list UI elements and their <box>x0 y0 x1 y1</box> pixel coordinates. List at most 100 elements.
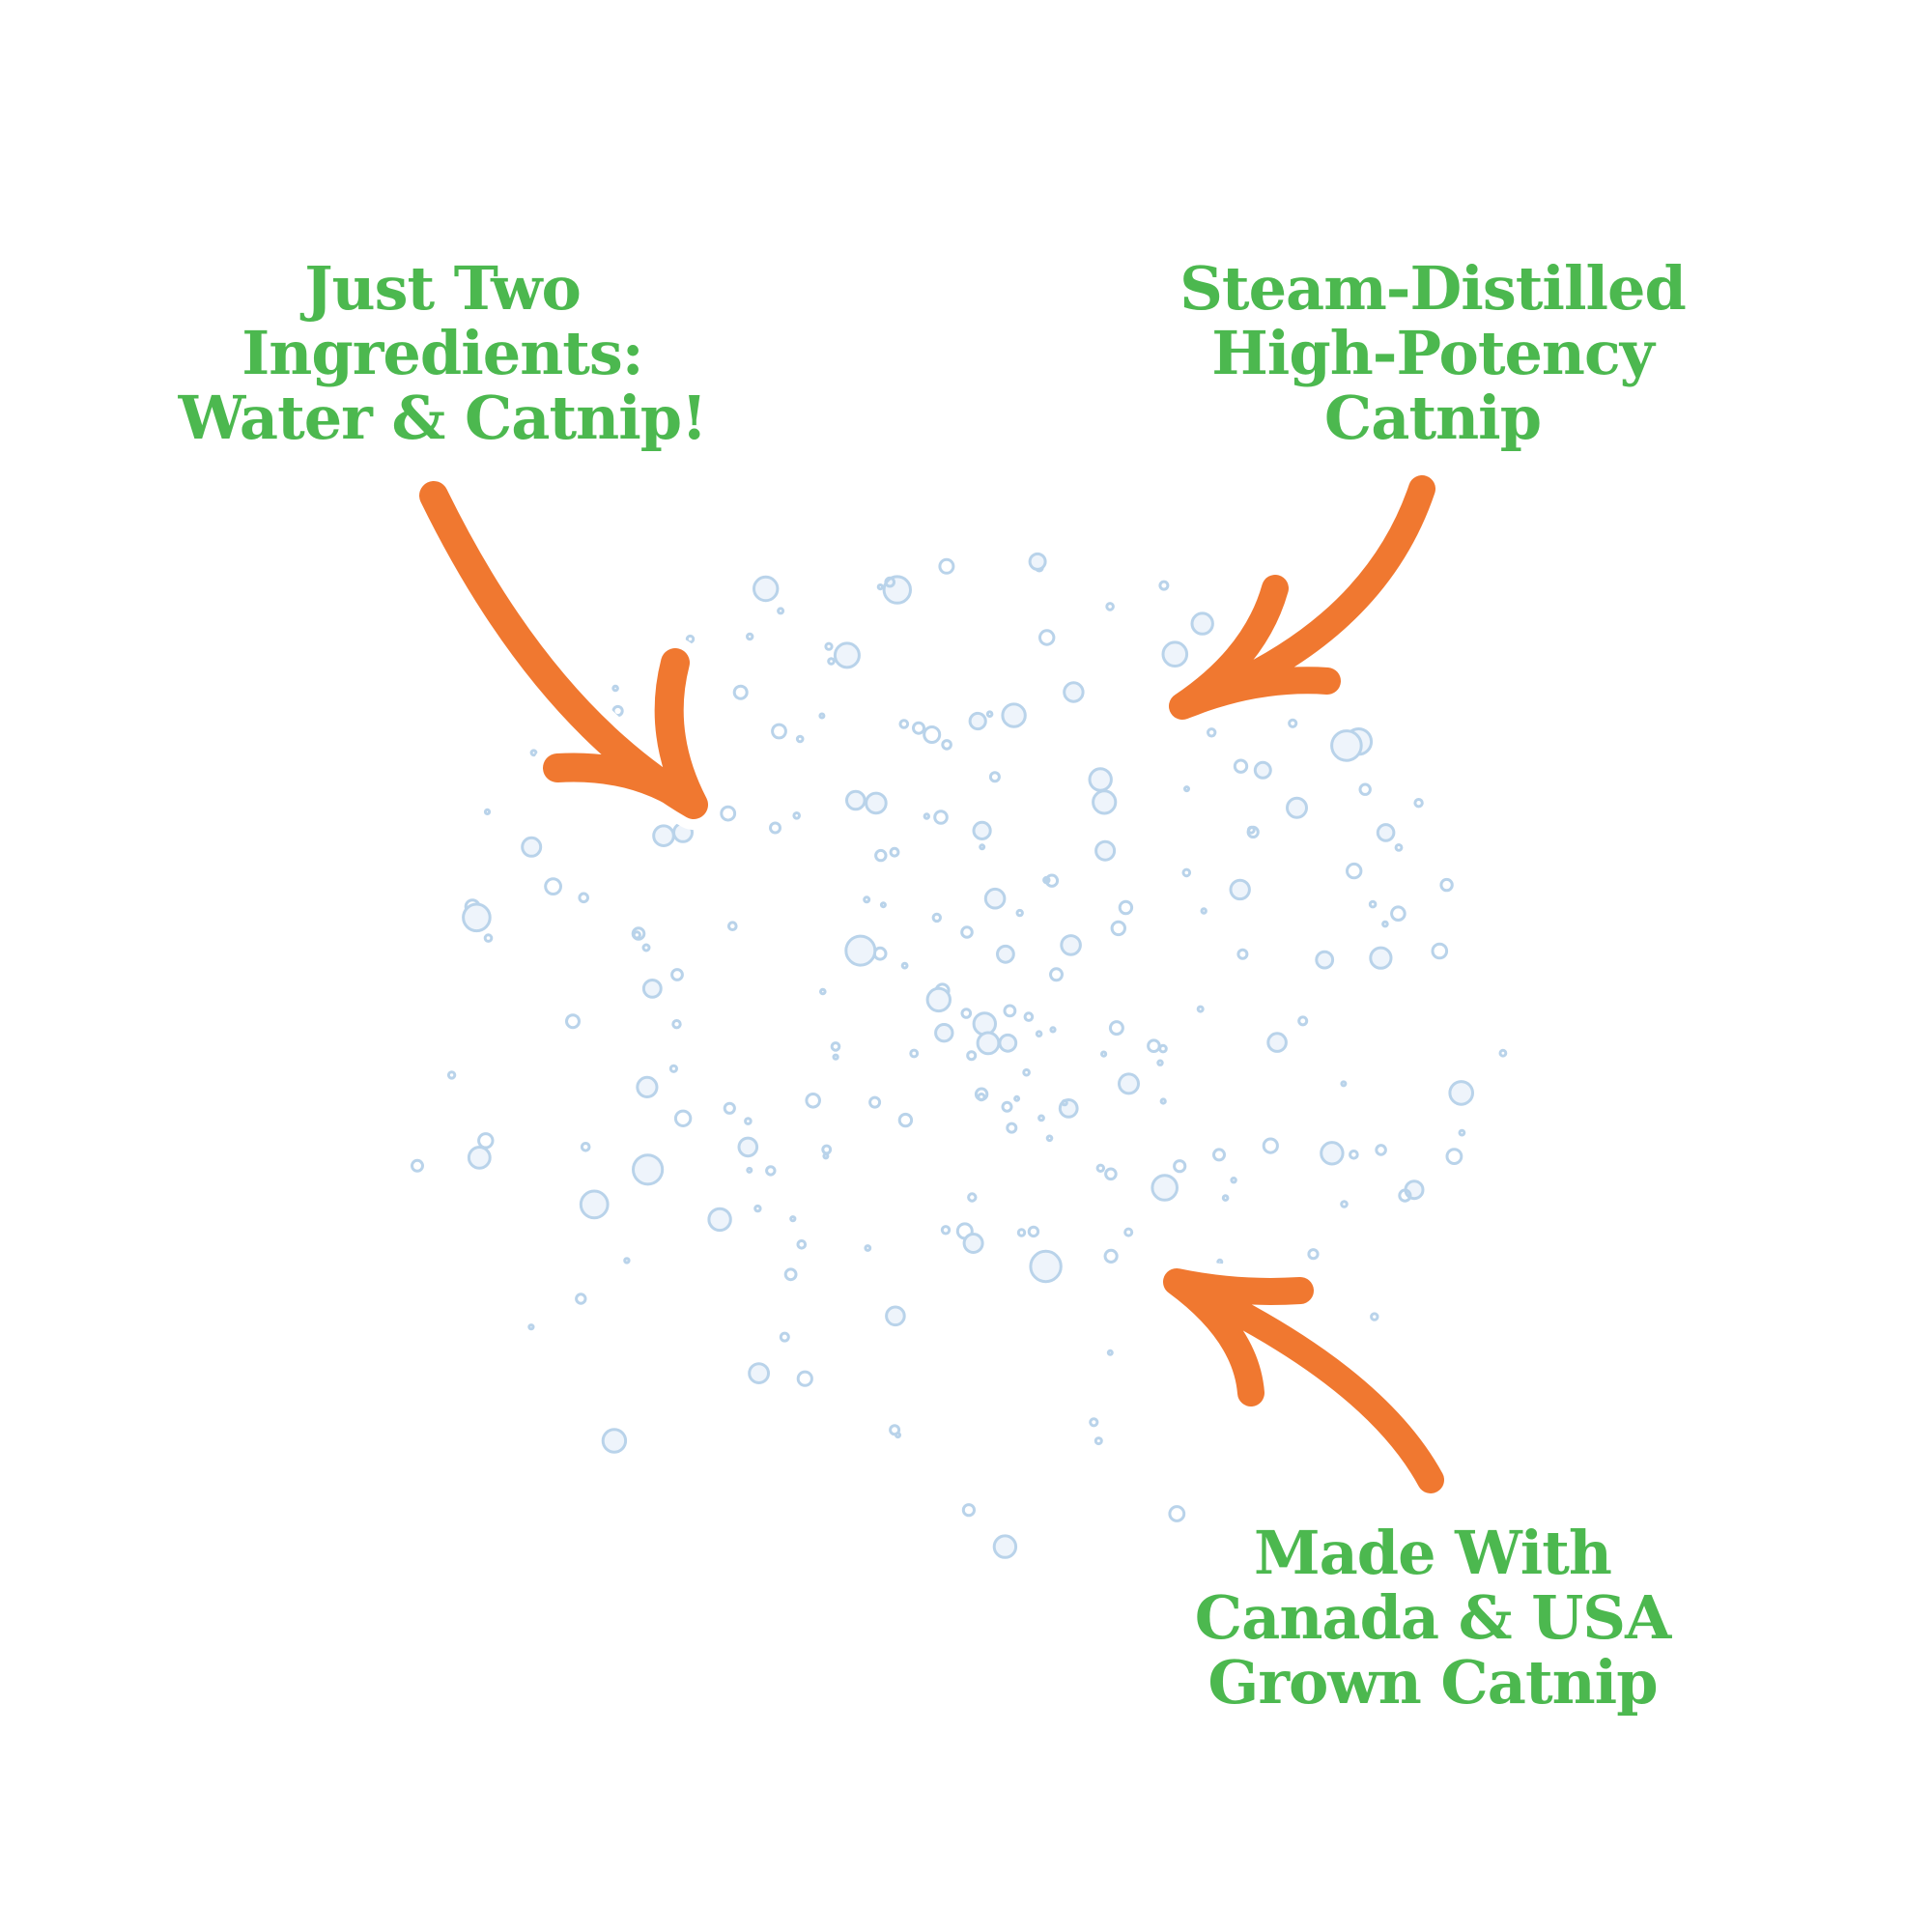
water-droplet <box>670 968 684 981</box>
water-droplet <box>940 1225 952 1236</box>
water-droplet <box>1001 1100 1013 1113</box>
water-droplet <box>933 810 949 825</box>
callout-line: Catnip <box>1323 383 1542 453</box>
callout-line: Made With <box>1254 1518 1612 1588</box>
arrow-down-right-icon <box>409 470 719 830</box>
water-droplet <box>827 657 836 666</box>
water-droplet <box>844 934 877 967</box>
water-droplet <box>900 961 909 970</box>
water-droplet <box>477 1132 495 1150</box>
water-droplet <box>611 684 619 693</box>
water-droplet <box>746 1166 753 1174</box>
water-droplet <box>1049 967 1064 982</box>
callout-line: Grown Catnip <box>1208 1647 1658 1718</box>
water-droplet <box>632 1153 665 1186</box>
water-droplet <box>1358 782 1372 796</box>
water-droplet <box>992 1534 1018 1559</box>
water-droplet <box>1229 878 1251 901</box>
water-droplet <box>967 1192 978 1203</box>
water-droplet <box>1233 758 1249 774</box>
water-droplet <box>1320 1141 1345 1166</box>
water-droplet <box>983 887 1007 910</box>
water-droplet <box>863 895 871 904</box>
water-droplet <box>1288 718 1298 728</box>
water-droplet <box>1095 1163 1106 1174</box>
water-droplet <box>1330 729 1363 762</box>
water-droplet <box>671 1019 682 1030</box>
water-droplet <box>833 641 861 669</box>
water-droplet <box>824 641 834 651</box>
water-droplet <box>1061 1098 1068 1107</box>
water-droplet <box>998 1033 1018 1053</box>
water-droplet <box>467 1146 492 1170</box>
water-droplet <box>641 979 663 999</box>
water-droplet <box>1001 702 1027 728</box>
water-droplet <box>1035 1030 1043 1037</box>
water-droplet <box>753 575 780 603</box>
water-droplet <box>885 1305 906 1327</box>
water-droplet <box>897 1112 914 1128</box>
water-droplet <box>1445 1148 1463 1165</box>
callout-line: Canada & USA <box>1194 1582 1671 1653</box>
water-droplet <box>1028 552 1047 571</box>
water-droplet <box>925 986 952 1013</box>
callout-line: Steam-Distilled <box>1179 253 1687 324</box>
water-droplet <box>1368 899 1378 909</box>
water-droplet <box>818 712 826 720</box>
water-droplet <box>1168 1505 1186 1522</box>
water-droplet <box>1044 873 1060 888</box>
water-droplet <box>864 1244 872 1252</box>
water-droplet <box>1023 1011 1035 1022</box>
water-droplet <box>1458 1128 1466 1137</box>
callout-line: Just Two <box>304 253 582 324</box>
water-droplet <box>1038 629 1056 646</box>
water-droplet <box>868 1095 882 1109</box>
water-droplet <box>1246 825 1256 835</box>
water-droplet <box>580 1142 591 1152</box>
water-droplet <box>1104 1167 1118 1181</box>
water-droplet <box>1158 1043 1168 1054</box>
water-droplet <box>1190 611 1214 636</box>
water-droplet <box>1108 1020 1124 1037</box>
water-droplet <box>1147 1038 1161 1053</box>
water-droplet <box>796 1239 808 1250</box>
water-droplet <box>879 901 887 909</box>
water-droplet <box>1207 727 1217 738</box>
water-droplet <box>1006 1122 1018 1134</box>
water-droplet <box>792 811 802 820</box>
water-droplet <box>909 1048 920 1059</box>
water-droplet <box>737 1136 759 1158</box>
water-droplet <box>1413 798 1424 809</box>
water-droplet <box>1221 1194 1230 1202</box>
callout-line: High-Potency <box>1211 318 1655 388</box>
water-droplet <box>1346 862 1363 880</box>
water-droplet <box>1029 1249 1063 1284</box>
water-droplet <box>962 1233 984 1254</box>
water-droplet <box>1431 942 1449 960</box>
water-droplet <box>1173 1159 1187 1174</box>
water-droplet <box>652 824 675 848</box>
water-droplet <box>1013 1094 1021 1102</box>
water-droplet <box>1110 920 1127 937</box>
arrow-up-left-icon <box>1151 1257 1456 1505</box>
water-droplet <box>795 734 805 744</box>
water-droplet <box>578 892 590 904</box>
water-droplet <box>723 1101 736 1115</box>
water-droplet <box>707 1207 732 1233</box>
water-droplet <box>1094 839 1117 862</box>
water-droplet <box>732 684 749 700</box>
water-droplet <box>1286 796 1308 819</box>
water-droplet <box>1063 681 1085 703</box>
water-droplet <box>1498 1048 1508 1058</box>
water-droplet <box>805 1093 822 1109</box>
water-droplet <box>1200 907 1208 915</box>
water-droplet <box>769 821 781 835</box>
water-droplet <box>783 1267 798 1282</box>
water-droplet <box>631 926 646 941</box>
water-droplet <box>1375 1144 1387 1156</box>
water-droplet <box>882 575 912 605</box>
water-droplet <box>720 805 737 822</box>
water-droplet <box>446 1070 457 1080</box>
water-droplet <box>1161 640 1189 668</box>
